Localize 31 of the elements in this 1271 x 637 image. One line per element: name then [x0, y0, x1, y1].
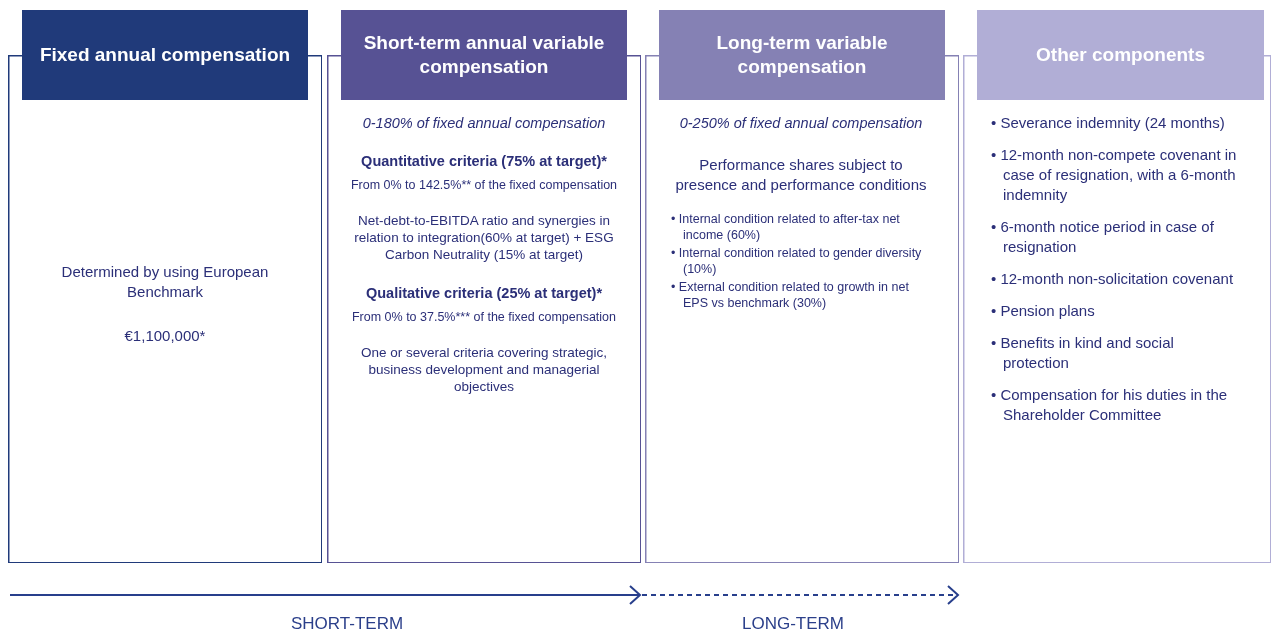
header-box: Fixed annual compensation	[22, 10, 308, 100]
column-panel	[645, 10, 959, 563]
bullet-item: • Benefits in kind and social protection	[991, 333, 1175, 373]
criteria-heading: Quantitative criteria (75% at target)*	[361, 152, 607, 171]
body-text: 0-180% of fixed annual compensation	[362, 114, 606, 133]
bullet-item: • Pension plans	[991, 301, 1096, 321]
bullet-item: • Internal condition related to gender diversity (10%)	[671, 245, 923, 277]
timeframe-label: SHORT-TERM	[291, 614, 404, 634]
column-panel	[327, 10, 641, 563]
bullet-item: • External condition related to growth in net EPS vs benchmark (30%)	[671, 279, 910, 311]
column-panel	[8, 10, 322, 563]
bullet-item: • 6-month notice period in case of resignation	[991, 217, 1215, 257]
body-text: From 0% to 142.5%** of the fixed compensation	[350, 177, 618, 194]
bullet-item: • 12-month non-compete covenant in case of resignation, with a 6-month indemnity	[991, 145, 1238, 205]
bullet-item: • Compensation for his duties in the Shareholder Committee	[991, 385, 1229, 425]
bullet-item: • Internal condition related to after-tax net income (60%)	[671, 211, 901, 243]
column-panel	[963, 10, 1271, 563]
body-text: Performance shares subject to presence and performance conditions	[674, 155, 928, 195]
body-text: 0-250% of fixed annual compensation	[679, 114, 923, 133]
criteria-heading: Qualitative criteria (25% at target)*	[365, 284, 603, 303]
body-text: Determined by using European Benchmark	[60, 262, 270, 302]
body-text: One or several criteria covering strategic, business development and managerial objectives	[359, 344, 609, 395]
body-text: From 0% to 37.5%*** of the fixed compensation	[351, 309, 616, 326]
header-box: Short-term annual variable compensation	[341, 10, 627, 100]
bullet-item: • Severance indemnity (24 months)	[991, 113, 1226, 133]
bullet-item: • 12-month non-solicitation covenant	[991, 269, 1235, 289]
header-box: Other components	[977, 10, 1264, 100]
body-text: €1,100,000*	[124, 326, 206, 346]
timeframe-label: LONG-TERM	[742, 614, 844, 634]
header-box: Long-term variable compensation	[659, 10, 945, 100]
body-text: Net-debt-to-EBITDA ratio and synergies in relation to integration(60% at target) + ESG Carbon Neutrality (15% at target)	[353, 212, 615, 263]
